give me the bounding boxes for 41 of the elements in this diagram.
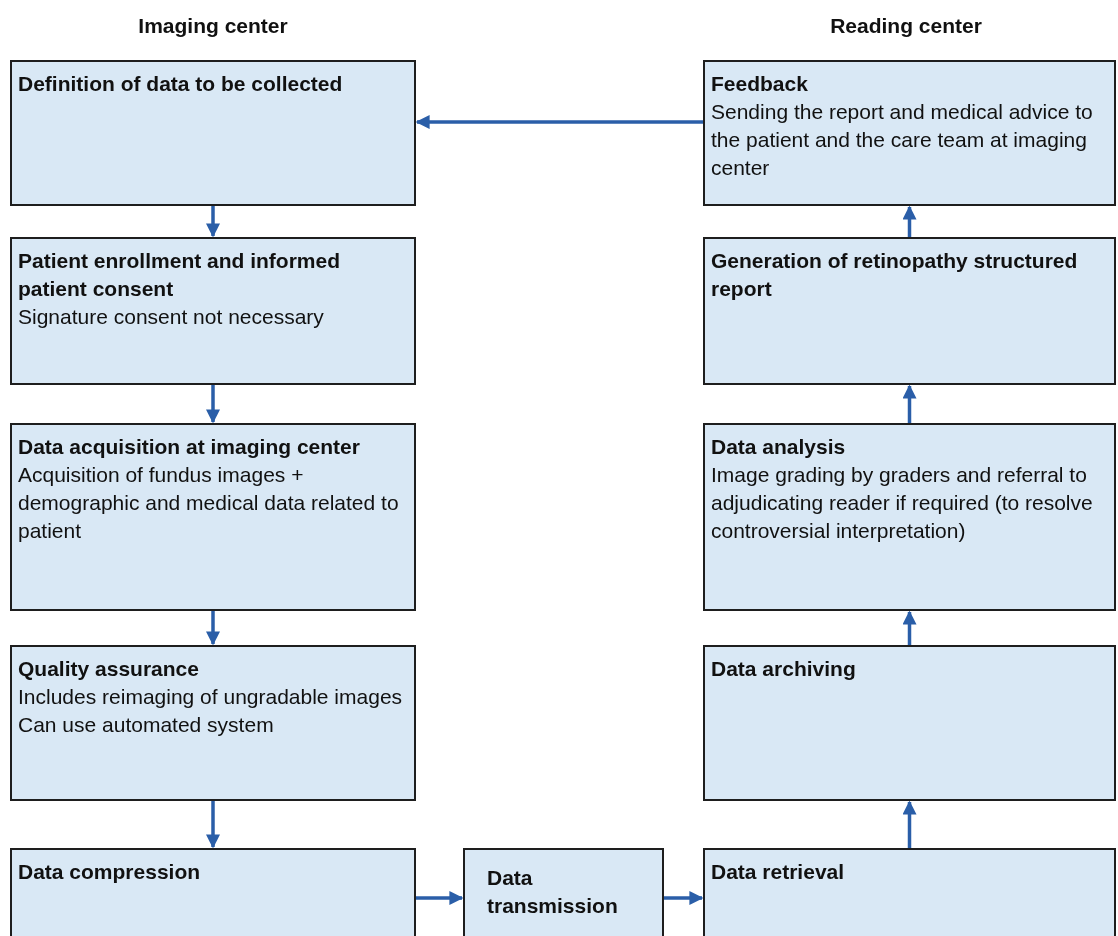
box-description: Image grading by graders and referral to adjudicating reader if required (to resolve controversial interpretation): [711, 462, 1094, 544]
box-description: Can use automated system: [18, 712, 275, 738]
box-heading: Data transmission: [487, 865, 619, 919]
process-box: [10, 848, 416, 936]
box-heading: Definition of data to be collected: [18, 71, 344, 97]
arrow: [664, 891, 704, 905]
box-description: Acquisition of fundus images + demographic and medical data related to patient: [18, 462, 400, 544]
process-box: [10, 423, 416, 611]
arrow: [415, 115, 703, 129]
process-box: [703, 645, 1116, 801]
box-heading: Data acquisition at imaging center: [18, 434, 361, 460]
arrow: [416, 891, 464, 905]
process-box: [10, 60, 416, 206]
process-box: [703, 60, 1116, 206]
box-heading: Generation of retinopathy structured report: [711, 248, 1079, 302]
process-box: [463, 848, 664, 936]
box-heading: Data retrieval: [711, 859, 846, 885]
arrow: [902, 205, 917, 237]
box-heading: Data analysis: [711, 434, 847, 460]
box-heading: Quality assurance: [18, 656, 200, 682]
arrow: [206, 801, 220, 849]
process-box: [10, 237, 416, 385]
arrow: [902, 384, 917, 423]
process-box: [10, 645, 416, 801]
box-description: Includes reimaging of ungradable images: [18, 684, 404, 710]
arrow: [206, 611, 220, 646]
arrow: [902, 610, 917, 645]
box-heading: Data compression: [18, 859, 202, 885]
box-description: Sending the report and medical advice to the patient and the care team at imaging center: [711, 99, 1094, 181]
arrow: [902, 800, 917, 848]
column-heading: Imaging center: [137, 14, 289, 38]
process-box: [703, 237, 1116, 385]
column-heading: Reading center: [829, 14, 983, 38]
box-heading: Feedback: [711, 71, 809, 97]
box-heading: Data archiving: [711, 656, 857, 682]
arrow: [206, 206, 220, 238]
arrow: [206, 385, 220, 424]
box-heading: Patient enrollment and informed patient consent: [18, 248, 342, 302]
box-description: Signature consent not necessary: [18, 304, 325, 330]
process-box: [703, 423, 1116, 611]
process-box: [703, 848, 1116, 936]
